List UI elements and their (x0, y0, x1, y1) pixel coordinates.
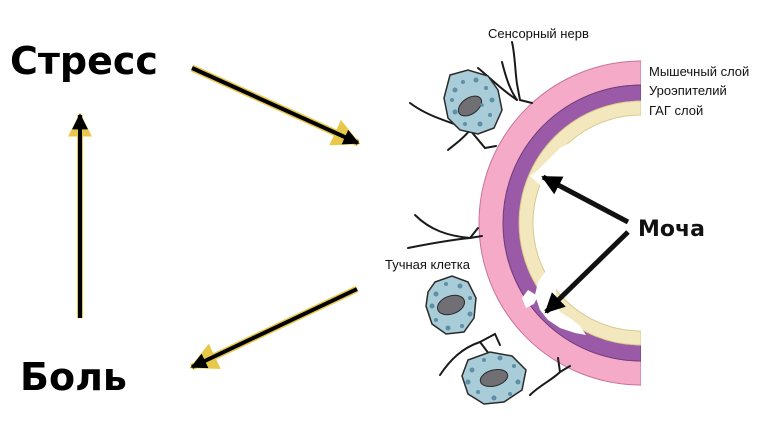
mast-cell-1 (443, 69, 503, 135)
label-pain: Боль (20, 355, 127, 399)
label-mast-cell: Тучная клетка (385, 257, 471, 272)
urine-arrow-upper (541, 174, 630, 225)
arrow-bladder-to-pain (189, 285, 359, 371)
urine-arrow-lower (544, 230, 630, 314)
bladder-wall (478, 60, 642, 386)
label-stress: Стресс (10, 39, 158, 83)
wall-edge (641, 61, 643, 385)
label-gag-layer: ГАГ слой (649, 103, 703, 118)
label-sensory-nerve: Сенсорный нерв (488, 26, 589, 41)
damage-lower (535, 272, 586, 335)
mast-cell-3 (461, 351, 527, 405)
urine-arrows (541, 174, 630, 314)
mast-cell-2 (425, 275, 477, 335)
label-urine: Моча (638, 217, 705, 242)
cycle-arrows (68, 64, 361, 371)
label-muscle-layer: Мышечный слой (649, 64, 749, 79)
arrow-stress-to-bladder (190, 64, 361, 147)
damage-lower-2 (522, 290, 538, 308)
label-urothelium: Уроэпителий (649, 83, 727, 98)
